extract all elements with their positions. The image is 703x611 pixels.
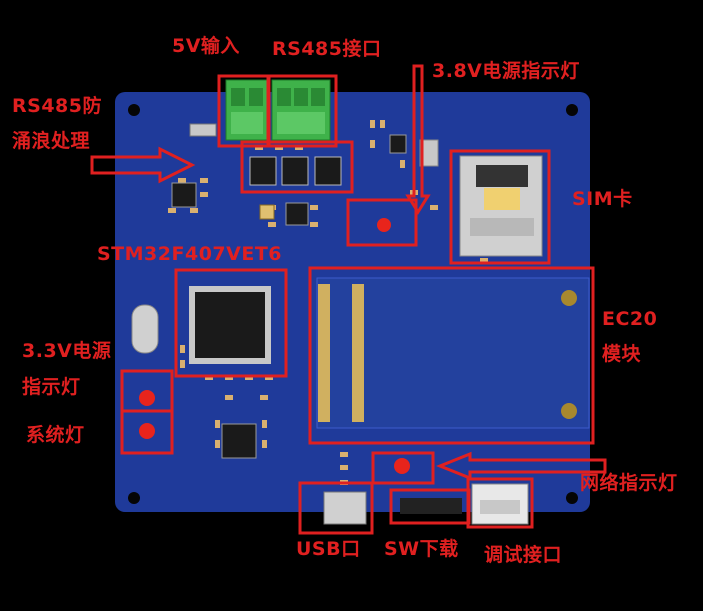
inductor	[259, 204, 275, 220]
terminal-5v	[225, 79, 269, 141]
sw-header	[400, 498, 462, 514]
label-3v3-power-2: 指示灯	[22, 376, 81, 398]
ec20-module-board	[316, 277, 590, 429]
label-mcu-model: STM32F407VET6	[97, 243, 282, 265]
debug-connector	[471, 483, 529, 525]
sensor-chip	[171, 182, 197, 208]
led-3v8	[377, 218, 391, 232]
label-network-indicator: 网络指示灯	[580, 472, 678, 494]
label-usb-port: USB口	[296, 538, 361, 560]
mounting-hole	[128, 492, 140, 504]
led-network	[394, 458, 410, 474]
label-5v-input: 5V输入	[172, 35, 240, 57]
arrow-network-led	[435, 451, 607, 481]
mounting-hole	[566, 492, 578, 504]
label-sw-download: SW下载	[384, 538, 459, 560]
capacitor	[419, 139, 439, 167]
usb-uart-chip	[221, 423, 257, 459]
led-system	[139, 423, 155, 439]
label-system-led: 系统灯	[26, 424, 85, 446]
mounting-hole	[128, 104, 140, 116]
crystal	[131, 304, 159, 354]
arrow-3v8-led	[405, 64, 431, 215]
annotation-boxes	[120, 74, 595, 535]
label-debug-interface: 调试接口	[484, 544, 563, 566]
label-rs485-surge-2: 涌浪处理	[12, 130, 91, 152]
regulator-chip	[285, 202, 309, 226]
led-3v3	[139, 390, 155, 406]
small-ic	[389, 134, 407, 154]
label-rs485-interface: RS485接口	[272, 38, 382, 60]
mounting-hole	[566, 104, 578, 116]
sim-holder	[459, 155, 543, 257]
label-3v8-indicator: 3.8V电源指示灯	[432, 60, 580, 82]
tvs-diodes	[249, 156, 342, 186]
label-3v3-power-1: 3.3V电源	[22, 340, 112, 362]
label-sim-card: SIM卡	[572, 188, 633, 210]
fuse	[189, 123, 217, 137]
arrow-rs485-surge	[90, 146, 196, 184]
terminal-rs485	[271, 79, 331, 141]
label-rs485-surge-1: RS485防	[12, 95, 102, 117]
stm32-chip	[189, 286, 271, 364]
label-ec20-2: 模块	[602, 343, 642, 365]
label-ec20-1: EC20	[602, 308, 658, 330]
usb-connector	[323, 491, 367, 525]
